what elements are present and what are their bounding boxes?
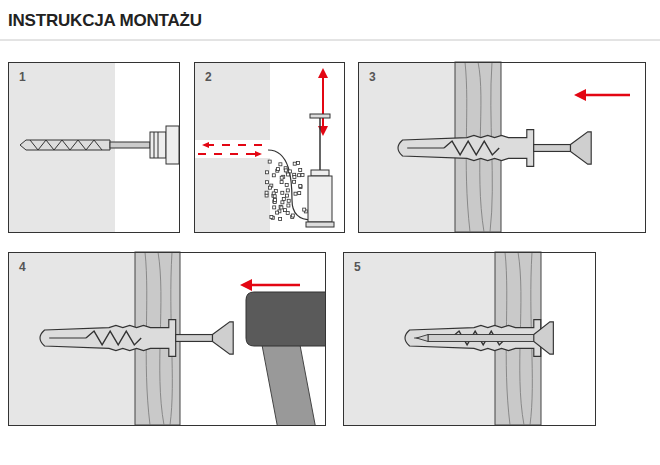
hammer (246, 292, 325, 425)
step-number: 1 (19, 70, 26, 84)
step-number: 3 (369, 70, 376, 84)
page-title: INSTRUKCJA MONTAŻU (8, 11, 202, 31)
blow-pump (268, 114, 334, 227)
step-number: 5 (354, 260, 361, 274)
drill (20, 126, 179, 164)
dust (265, 160, 307, 220)
step-number: 2 (205, 70, 212, 84)
step-number: 4 (19, 260, 26, 274)
